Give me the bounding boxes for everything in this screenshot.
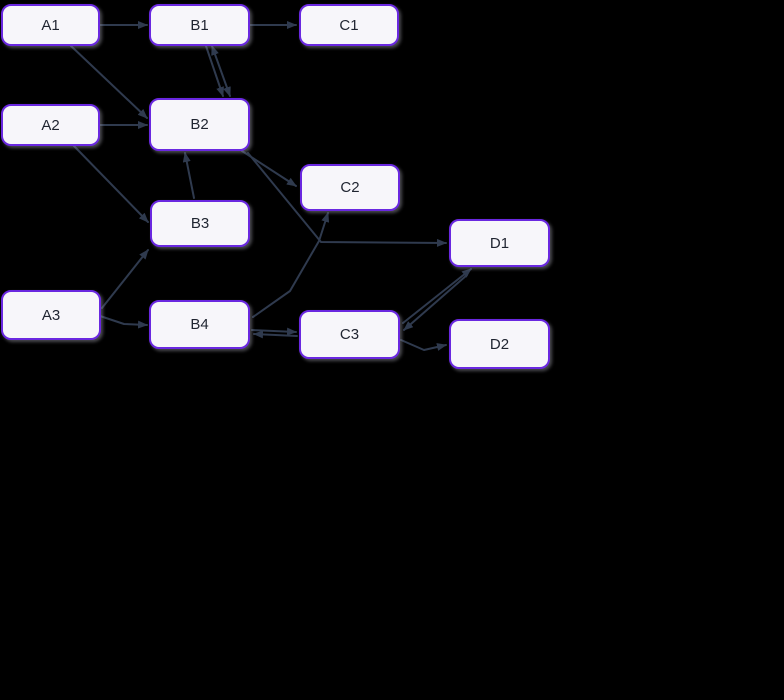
edge-A2-B3: [73, 145, 149, 223]
edge-C3-D2: [400, 339, 447, 351]
edge-A3-B3: [101, 249, 149, 309]
node-b1: B1: [149, 4, 250, 46]
node-a3: A3: [1, 290, 101, 340]
node-label-c1: C1: [339, 16, 359, 34]
node-label-a2: A2: [41, 116, 60, 134]
node-c3: C3: [299, 310, 400, 359]
edge-B3-B2: [182, 152, 195, 199]
node-label-b4: B4: [190, 316, 209, 333]
node-d2: D2: [449, 319, 550, 369]
edge-B4-C3: [251, 327, 297, 336]
node-a1: A1: [1, 4, 100, 46]
node-label-d2: D2: [489, 335, 510, 353]
node-b3: B3: [150, 200, 250, 247]
edge-B4-C2: [252, 212, 330, 318]
node-b2: B2: [149, 98, 250, 151]
edge-C3-B4: [253, 330, 298, 339]
node-label-b3: B3: [190, 215, 210, 232]
node-a2: A2: [1, 104, 100, 146]
node-label-a1: A1: [41, 16, 60, 34]
node-b4: B4: [149, 300, 250, 349]
edge-group: [70, 21, 472, 351]
node-label-b2: B2: [190, 116, 209, 133]
edge-B2-D1: [247, 152, 447, 247]
node-label-c2: C2: [340, 179, 360, 196]
node-label-b1: B1: [190, 16, 209, 34]
edge-C3-D1: [402, 268, 472, 324]
node-c1: C1: [299, 4, 399, 46]
node-label-d1: D1: [489, 234, 510, 252]
node-c2: C2: [300, 164, 400, 211]
edge-D1-C3: [403, 274, 468, 331]
edge-A3-B4: [99, 315, 148, 329]
edge-B2-B1: [211, 45, 231, 97]
node-label-a3: A3: [41, 306, 61, 324]
node-d1: D1: [449, 219, 550, 267]
edge-A1-B2: [70, 45, 148, 119]
node-label-c3: C3: [339, 326, 360, 343]
